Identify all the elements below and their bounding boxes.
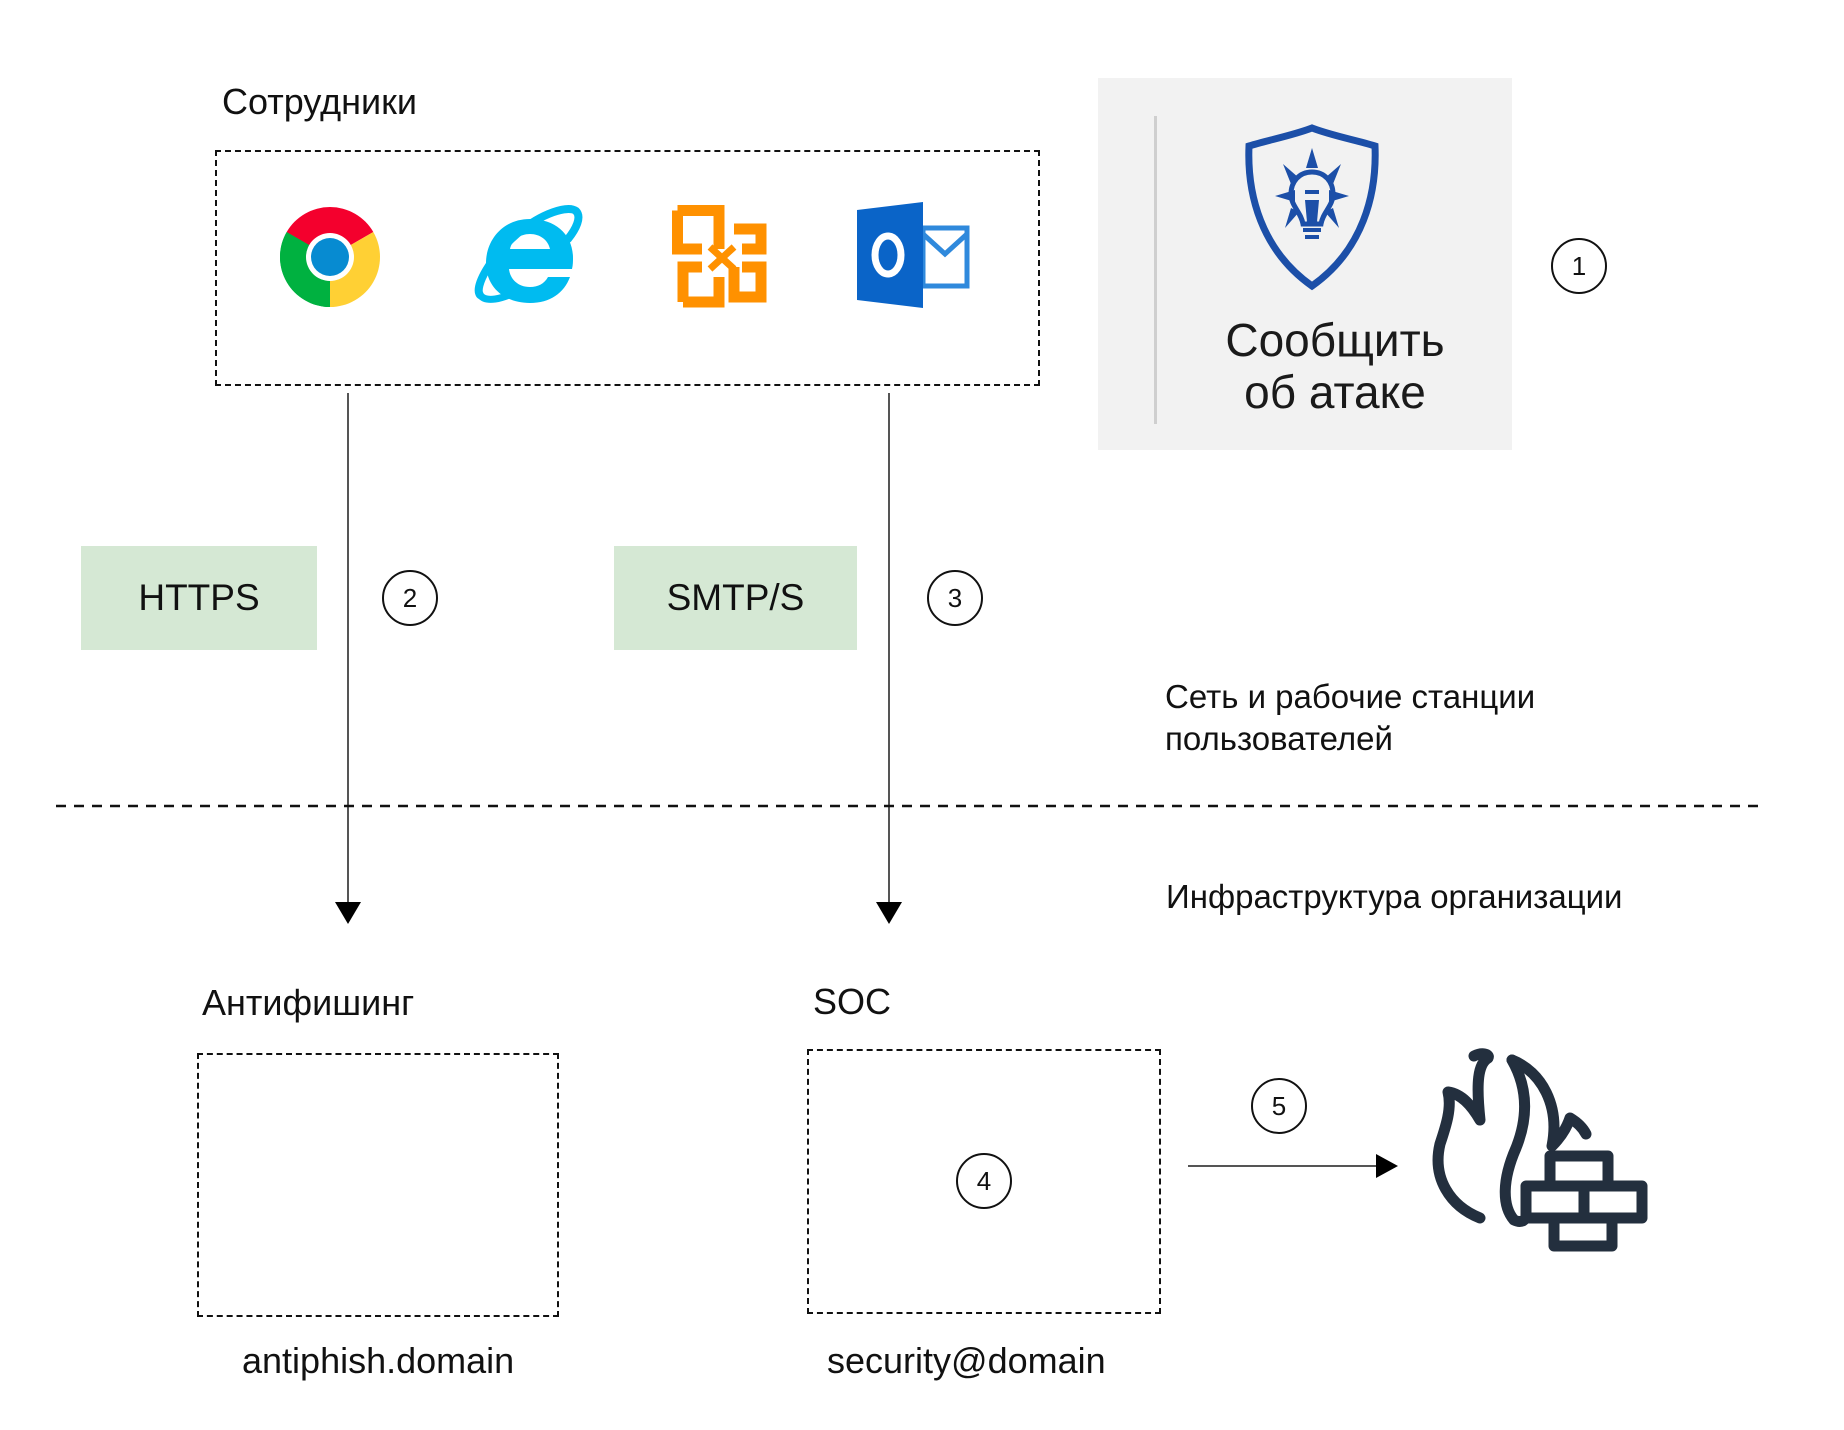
user-zone-label-line1: Сеть и рабочие станции — [1165, 678, 1536, 715]
toolbar-separator — [1154, 116, 1157, 424]
https-arrowhead — [335, 902, 361, 924]
employees-group-box — [215, 150, 1040, 386]
user-zone-label: Сеть и рабочие станции пользователей — [1165, 676, 1535, 760]
smtps-arrowhead — [876, 902, 902, 924]
smtps-protocol-tag: SMTP/S — [614, 546, 857, 650]
smtps-protocol-label: SMTP/S — [666, 577, 805, 618]
antiphishing-address: antiphish.domain — [242, 1340, 515, 1381]
step-badge-5: 5 — [1251, 1078, 1307, 1134]
firewall-icon — [1432, 1048, 1648, 1252]
step-badge-3: 3 — [927, 570, 983, 626]
https-protocol-tag: HTTPS — [81, 546, 317, 650]
report-attack-label-line1: Сообщить — [1225, 314, 1445, 366]
internet-explorer-icon — [474, 205, 583, 303]
soc-address: security@domain — [827, 1340, 1106, 1381]
org-zone-label: Инфраструктура организации — [1166, 878, 1623, 915]
antiphishing-title: Антифишинг — [202, 982, 415, 1023]
report-attack-label: Сообщить об атаке — [1158, 314, 1512, 418]
chrome-icon — [280, 207, 380, 307]
antiphishing-box — [197, 1053, 559, 1317]
soc-title: SOC — [813, 981, 892, 1022]
report-attack-label-line2: об атаке — [1244, 366, 1426, 418]
outlook-icon — [857, 202, 970, 308]
https-protocol-label: HTTPS — [138, 577, 260, 618]
report-attack-button[interactable]: Сообщить об атаке — [1098, 78, 1512, 450]
employees-title: Сотрудники — [222, 81, 417, 122]
step-badge-2: 2 — [382, 570, 438, 626]
soc-box — [807, 1049, 1161, 1314]
office-icon — [672, 205, 767, 308]
step-badge-4: 4 — [956, 1153, 1012, 1209]
user-zone-label-line2: пользователей — [1165, 720, 1393, 757]
soc-to-firewall-arrowhead — [1376, 1154, 1398, 1178]
step-badge-1: 1 — [1551, 238, 1607, 294]
shield-lightbulb-icon — [1245, 124, 1379, 291]
